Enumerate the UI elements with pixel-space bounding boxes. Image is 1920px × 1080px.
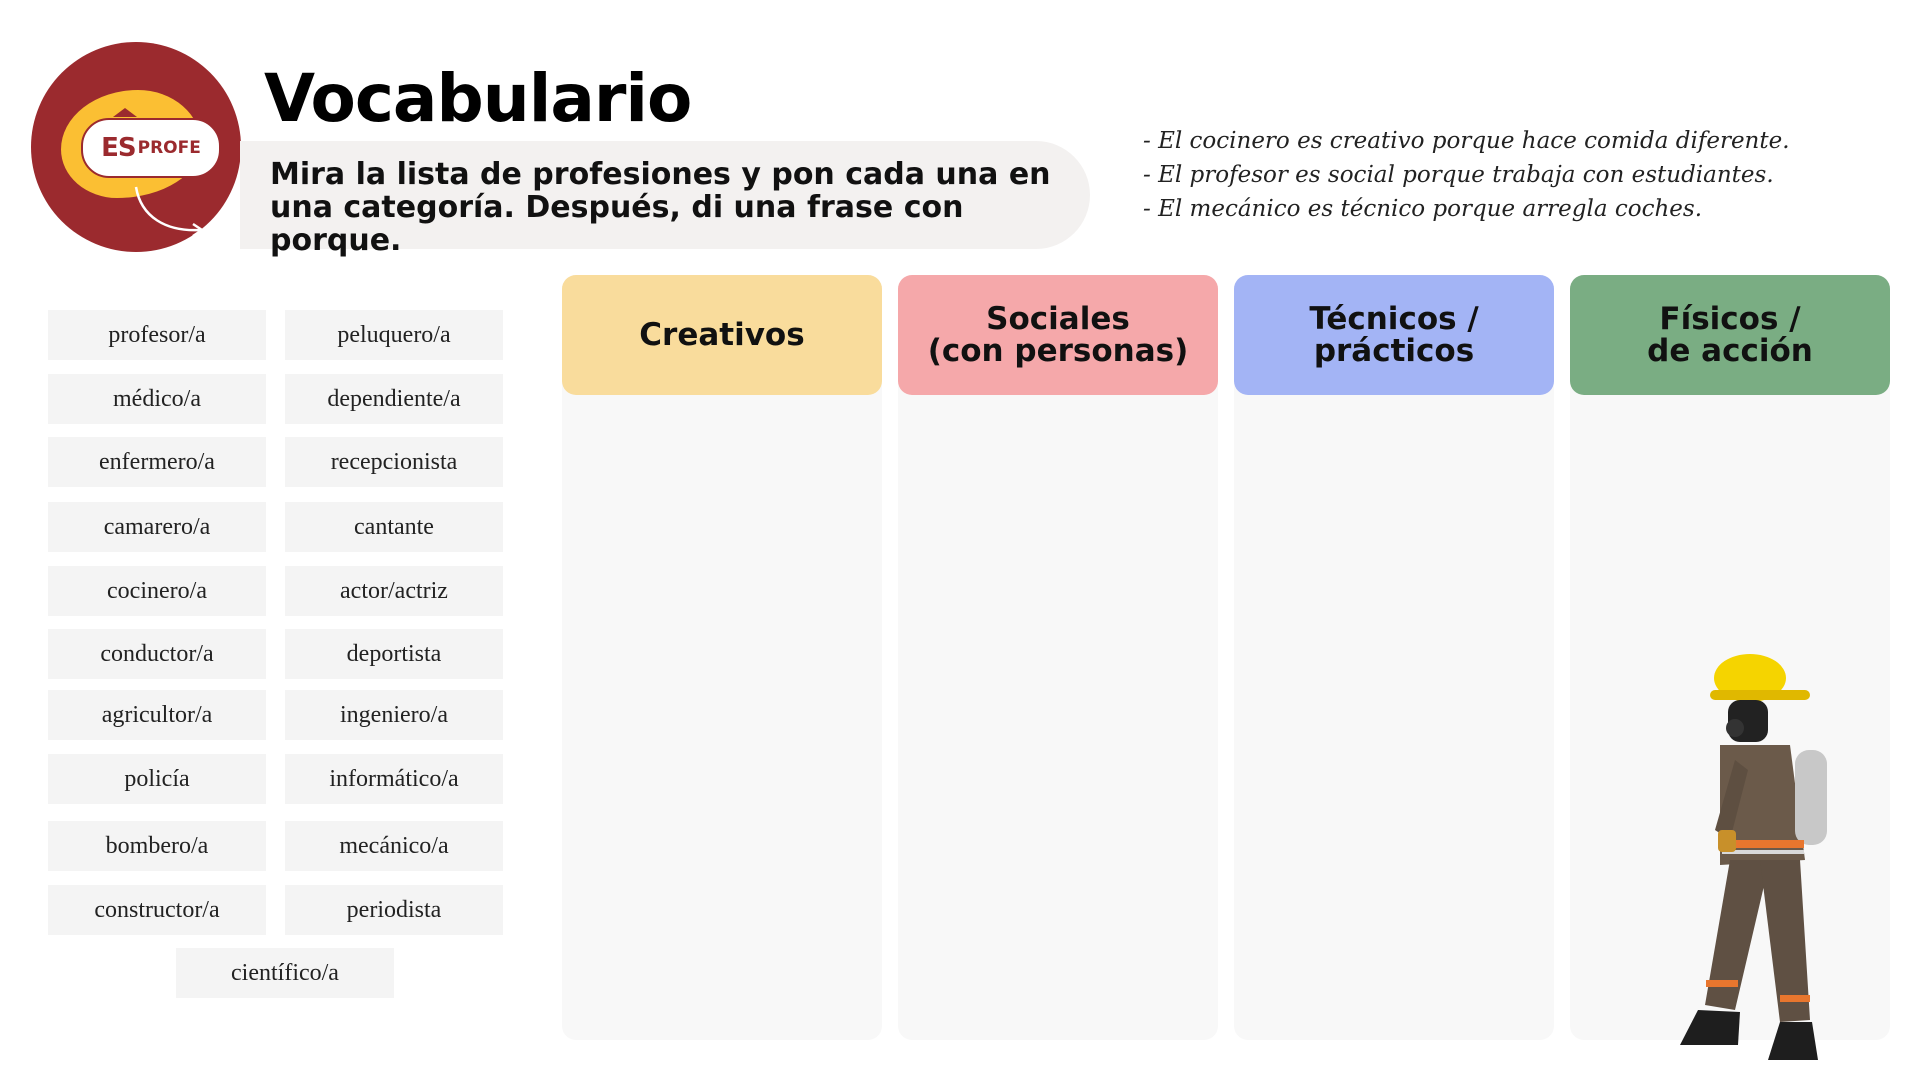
word-chip[interactable]: mecánico/a [285, 821, 503, 871]
word-chip[interactable]: agricultor/a [48, 690, 266, 740]
word-chip[interactable]: policía [48, 754, 266, 804]
word-chip[interactable]: dependiente/a [285, 374, 503, 424]
page-title: Vocabulario [264, 60, 692, 137]
word-chip[interactable]: deportista [285, 629, 503, 679]
instructions-text: Mira la lista de profesiones y pon cada … [270, 157, 1051, 258]
drop-zone-tecnicos[interactable] [1234, 275, 1554, 1040]
curved-arrow-icon [134, 186, 205, 238]
example-sentence: - El mecánico es técnico porque arregla … [1143, 196, 1703, 222]
drop-zone-creativos[interactable] [562, 275, 882, 1040]
example-sentence: - El profesor es social porque trabaja c… [1143, 162, 1774, 188]
instructions-box [240, 141, 1090, 249]
word-chip[interactable]: constructor/a [48, 885, 266, 935]
word-chip[interactable]: actor/actriz [285, 566, 503, 616]
logo-badge: ES PROFE [81, 118, 221, 178]
category-label: Físicos / de acción [1647, 301, 1813, 369]
logo-profe-text: PROFE [137, 138, 201, 158]
word-chip[interactable]: peluquero/a [285, 310, 503, 360]
category-label: Creativos [639, 317, 805, 353]
word-chip[interactable]: ingeniero/a [285, 690, 503, 740]
category-label: Sociales (con personas) [927, 301, 1189, 369]
word-chip[interactable]: cantante [285, 502, 503, 552]
logo-es-text: ES [101, 133, 136, 163]
word-chip[interactable]: médico/a [48, 374, 266, 424]
word-chip[interactable]: científico/a [176, 948, 394, 998]
drop-zone-sociales[interactable] [898, 275, 1218, 1040]
example-sentence: - El cocinero es creativo porque hace co… [1143, 128, 1790, 154]
word-chip[interactable]: camarero/a [48, 502, 266, 552]
word-chip[interactable]: recepcionista [285, 437, 503, 487]
category-header-sociales: Sociales (con personas) [898, 275, 1218, 395]
word-chip[interactable]: periodista [285, 885, 503, 935]
firefighter-image [1680, 654, 1827, 1060]
word-chip[interactable]: conductor/a [48, 629, 266, 679]
category-header-fisicos: Físicos / de acción [1570, 275, 1890, 395]
word-chip[interactable]: cocinero/a [48, 566, 266, 616]
word-chip[interactable]: profesor/a [48, 310, 266, 360]
word-chip[interactable]: bombero/a [48, 821, 266, 871]
category-header-creativos: Creativos [562, 275, 882, 395]
esprofe-logo: ES PROFE [31, 42, 241, 252]
word-chip[interactable]: informático/a [285, 754, 503, 804]
category-label: Técnicos / prácticos [1309, 301, 1479, 369]
example-sentences: - El cocinero es creativo porque hace co… [1143, 124, 1903, 226]
graduation-cap-icon [113, 108, 137, 117]
category-header-tecnicos: Técnicos / prácticos [1234, 275, 1554, 395]
word-chip[interactable]: enfermero/a [48, 437, 266, 487]
